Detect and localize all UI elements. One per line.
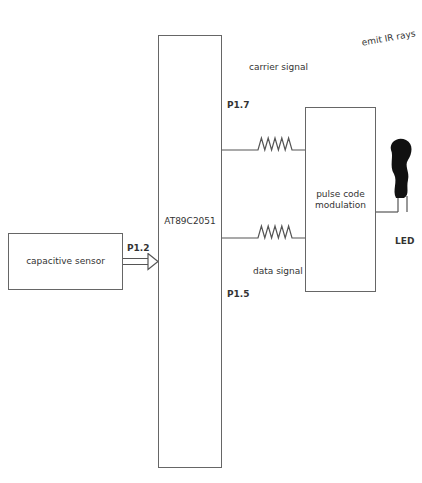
node-text: capacitive sensor	[26, 256, 105, 266]
component-label: LED	[394, 236, 415, 246]
signal-connector	[222, 138, 305, 150]
pin-label: P1.5	[226, 289, 251, 299]
led-leg	[398, 196, 407, 212]
signal-label: carrier signal	[248, 62, 309, 72]
signal-label: data signal	[252, 266, 304, 276]
process-box: pulse code modulation	[305, 107, 376, 292]
node-text: pulse code modulation	[306, 189, 375, 210]
led-body	[391, 139, 412, 198]
signal-connector	[222, 226, 305, 238]
microcontroller-box: AT89C2051	[158, 35, 222, 468]
process-box: capacitive sensor	[8, 233, 123, 290]
pin-label: P1.7	[226, 100, 251, 110]
pin-label: P1.2	[126, 243, 151, 253]
signal-connector	[123, 254, 158, 270]
callout-text: emit IR rays	[360, 28, 417, 48]
node-text: AT89C2051	[164, 216, 216, 226]
